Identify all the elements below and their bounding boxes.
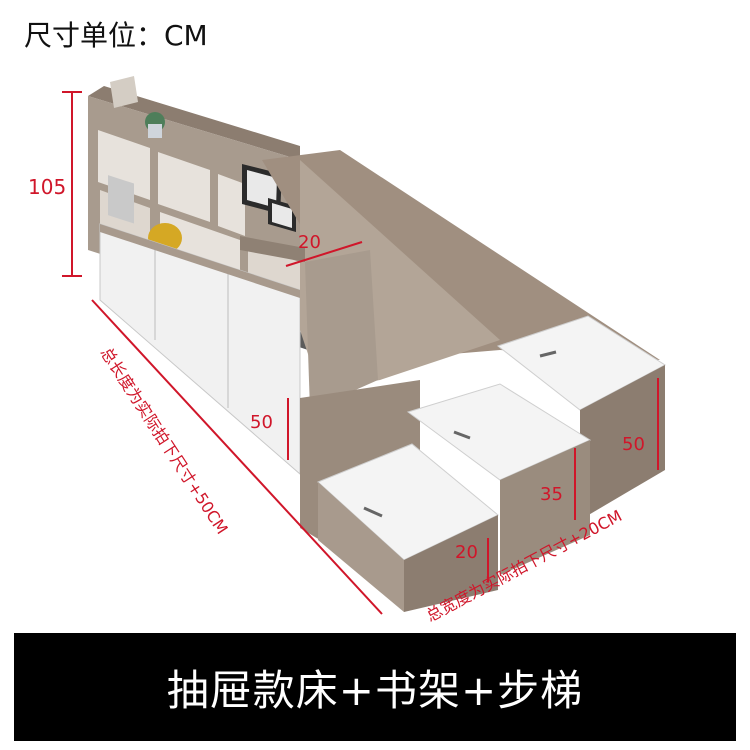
height-dimension-label: 105 <box>28 175 66 199</box>
step2-height-label: 35 <box>540 484 563 505</box>
shelf-depth-label: 20 <box>298 232 321 253</box>
unit-label: 尺寸单位：CM <box>24 19 208 52</box>
dimension-lines <box>62 91 659 615</box>
bed-height-label: 50 <box>250 412 273 433</box>
title-banner: 抽屉款床+书架+步梯 <box>14 633 736 741</box>
bed-product-illustration: 105 20 50 20 35 50 总长度为实际拍下尺寸+50CM 总宽度为实… <box>28 76 666 626</box>
step3-height-label: 50 <box>622 434 645 455</box>
banner-title: 抽屉款床+书架+步梯 <box>166 665 584 715</box>
bed-furniture <box>88 76 666 612</box>
step1-height-label: 20 <box>455 542 478 563</box>
